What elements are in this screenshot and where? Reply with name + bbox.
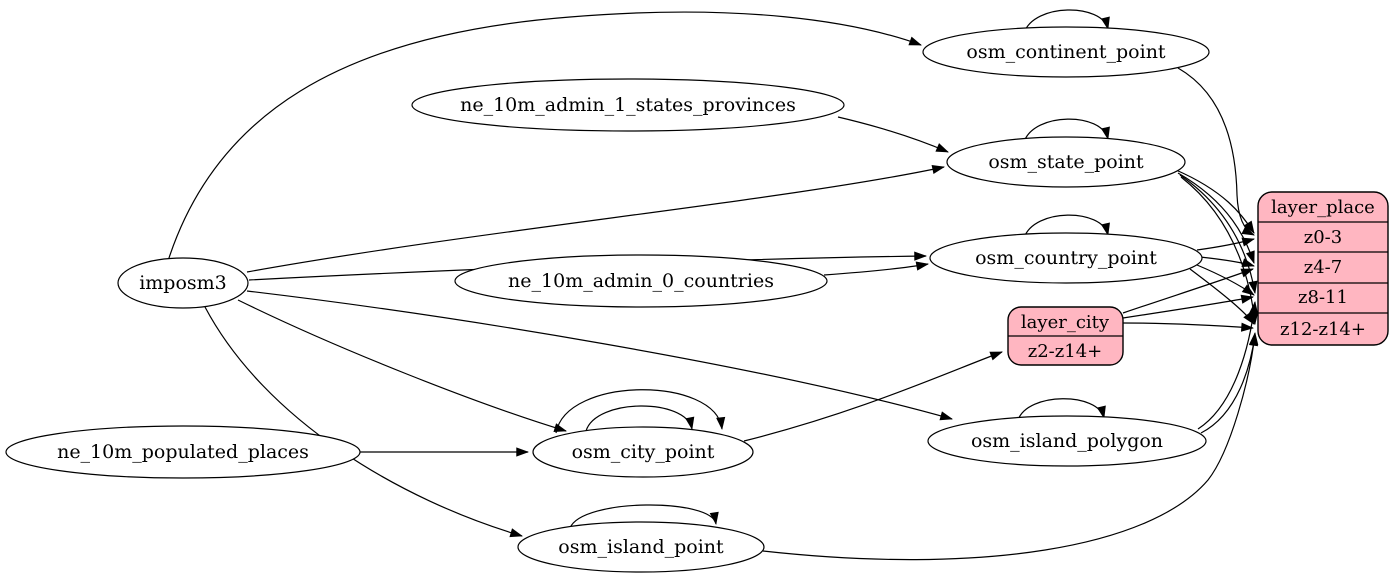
edge-osm_country_point-layer_place-z4-7 (1199, 256, 1255, 268)
edge-layer_city-layer_place-z12-z14 (1122, 322, 1255, 332)
edge-osm_island_polygon-layer_place-z8-11 (1197, 300, 1259, 430)
edge-osm_island_polygon-layer_place-z12-z14 (1200, 332, 1259, 434)
layer_place-row-z8-11: z8-11 (1298, 287, 1348, 308)
node-ne_10m_populated_places-shape (5, 425, 361, 479)
node-osm_island_point: osm_island_point (517, 521, 765, 573)
node-ne_10m_admin_1_states_provinces-shape (411, 78, 845, 132)
edge-osm_country_point-layer_place-z8-11 (1196, 264, 1255, 296)
node-osm_city_point-shape (532, 426, 754, 478)
layer_city-row-z2-z14: z2-z14+ (1028, 341, 1103, 362)
edge-osm_country_point-layer_place-z12-z14 (1189, 268, 1255, 325)
edge-imposm3-osm_island_point (204, 306, 523, 538)
selfloop-osm_state_point (1023, 118, 1110, 143)
node-osm_island_polygon-shape (927, 415, 1207, 467)
node-osm_continent_point-label: osm_continent_point (966, 41, 1166, 63)
node-ne_10m_admin_1_states_provinces: ne_10m_admin_1_states_provinces (411, 78, 845, 132)
edge-osm_country_point-layer_place-z0-3 (1196, 237, 1255, 251)
node-osm_country_point: osm_country_point (929, 232, 1203, 284)
node-osm_island_point-label: osm_island_point (558, 536, 724, 558)
edge-ne_10m_admin_1_states_provinces-osm_state_point (837, 116, 949, 153)
node-layer_city-label: layer_city (1021, 312, 1110, 333)
selfloop-osm_island_point (569, 504, 719, 529)
node-ne_10m_admin_0_countries-label: ne_10m_admin_0_countries (508, 270, 774, 292)
node-layer_city: layer_city z2-z14+ (1007, 306, 1124, 366)
node-osm_island_polygon: osm_island_polygon (927, 415, 1207, 467)
node-ne_10m_admin_1_states_provinces-label: ne_10m_admin_1_states_provinces (460, 94, 796, 116)
edge-layer_city-layer_place-z4-7 (1122, 268, 1254, 314)
node-layer_place-shape (1257, 191, 1389, 346)
edge-osm_city_point-layer_city-z2-z14 (743, 351, 1003, 442)
node-osm_state_point-shape (946, 136, 1186, 188)
node-ne_10m_populated_places-label: ne_10m_populated_places (57, 441, 309, 463)
layer_place-row-z12-z14: z12-z14+ (1280, 319, 1366, 340)
selfloop-osm_island_polygon (1017, 398, 1106, 421)
node-osm_state_point-label: osm_state_point (988, 151, 1144, 173)
node-osm_continent_point-shape (922, 26, 1210, 78)
node-ne_10m_populated_places: ne_10m_populated_places (5, 425, 361, 479)
selfloop-osm_country_point (1023, 214, 1110, 239)
edge-imposm3-osm_city_point (237, 299, 567, 432)
layer_place-row-z0-3: z0-3 (1304, 227, 1342, 248)
node-osm_country_point-shape (929, 232, 1203, 284)
node-osm_continent_point: osm_continent_point (922, 26, 1210, 78)
node-osm_island_point-shape (517, 521, 765, 573)
node-ne_10m_admin_0_countries-shape (454, 254, 828, 308)
layer_place-row-z4-7: z4-7 (1304, 257, 1342, 278)
edge-ne_10m_admin_0_countries-osm_country_point (823, 261, 930, 276)
node-osm_state_point: osm_state_point (946, 136, 1186, 188)
edge-imposm3-osm_continent_point (167, 11, 922, 262)
node-imposm3-shape (117, 257, 249, 309)
edge-imposm3-osm_state_point (246, 164, 945, 273)
edge-osm_island_point-layer_place-z12-z14 (762, 331, 1259, 561)
edge-osm_state_point-layer_place-z0-3 (1175, 169, 1255, 234)
selfloop-osm_city_point-outer (555, 389, 726, 434)
node-osm_city_point: osm_city_point (532, 426, 754, 478)
edge-imposm3-osm_island_polygon (246, 290, 953, 421)
node-osm_island_polygon-label: osm_island_polygon (971, 430, 1163, 452)
node-imposm3-label: imposm3 (139, 272, 227, 294)
edge-osm_continent_point-layer_place-z0-3 (1177, 67, 1255, 236)
edge-osm_state_point-layer_place-z8-11 (1179, 174, 1258, 295)
node-osm_city_point-label: osm_city_point (572, 441, 715, 463)
selfloop-osm_city_point-inner (585, 405, 695, 432)
edge-osm_state_point-layer_place-z4-7 (1177, 172, 1255, 264)
node-imposm3: imposm3 (117, 257, 249, 309)
node-layer_place-label: layer_place (1271, 197, 1375, 218)
node-osm_country_point-label: osm_country_point (975, 247, 1157, 269)
selfloop-osm_continent_point (1023, 9, 1110, 34)
node-ne_10m_admin_0_countries: ne_10m_admin_0_countries (454, 254, 828, 308)
edge-layer_city-layer_place-z8-11 (1122, 294, 1255, 319)
node-layer_place: layer_place z0-3 z4-7 z8-11 z12-z14+ (1257, 191, 1389, 346)
